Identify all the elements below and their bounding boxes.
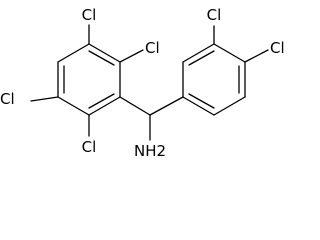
- double-bond: [88, 50, 115, 66]
- bond: [57, 43, 90, 63]
- substituent-bonds: [30, 24, 269, 141]
- double-bond: [88, 93, 115, 109]
- atom-label-cl: Cl: [145, 39, 160, 57]
- left-benzene-ring: [57, 43, 121, 116]
- atom-label-nh2: NH2: [134, 142, 166, 160]
- atom-labels: Cl Cl Cl Cl Cl Cl NH2: [0, 6, 285, 160]
- atom-label-cl: Cl: [0, 90, 15, 108]
- bond-ch-to-ring-right: [149, 96, 184, 116]
- bond: [182, 43, 215, 63]
- molecule-drawing: Cl Cl Cl Cl Cl Cl NH2: [0, 6, 285, 160]
- bond: [88, 43, 121, 63]
- structure-diagram: Cl Cl Cl Cl Cl Cl NH2: [0, 6, 285, 160]
- bond: [182, 96, 215, 116]
- atom-label-cl: Cl: [82, 138, 97, 156]
- right-benzene-ring: [182, 43, 246, 116]
- atom-label-cl: Cl: [207, 6, 222, 24]
- bond-to-cl: [119, 49, 144, 63]
- double-bond: [188, 50, 215, 66]
- bond: [88, 96, 121, 116]
- bond-to-cl: [30, 96, 59, 102]
- bond-ring-left-to-ch: [119, 96, 151, 116]
- atom-label-cl: Cl: [82, 6, 97, 24]
- double-bond: [188, 93, 215, 109]
- atom-label-cl: Cl: [270, 39, 285, 57]
- bond-to-cl: [244, 49, 269, 63]
- bond: [213, 43, 246, 63]
- bond: [213, 96, 246, 116]
- bond: [57, 96, 90, 116]
